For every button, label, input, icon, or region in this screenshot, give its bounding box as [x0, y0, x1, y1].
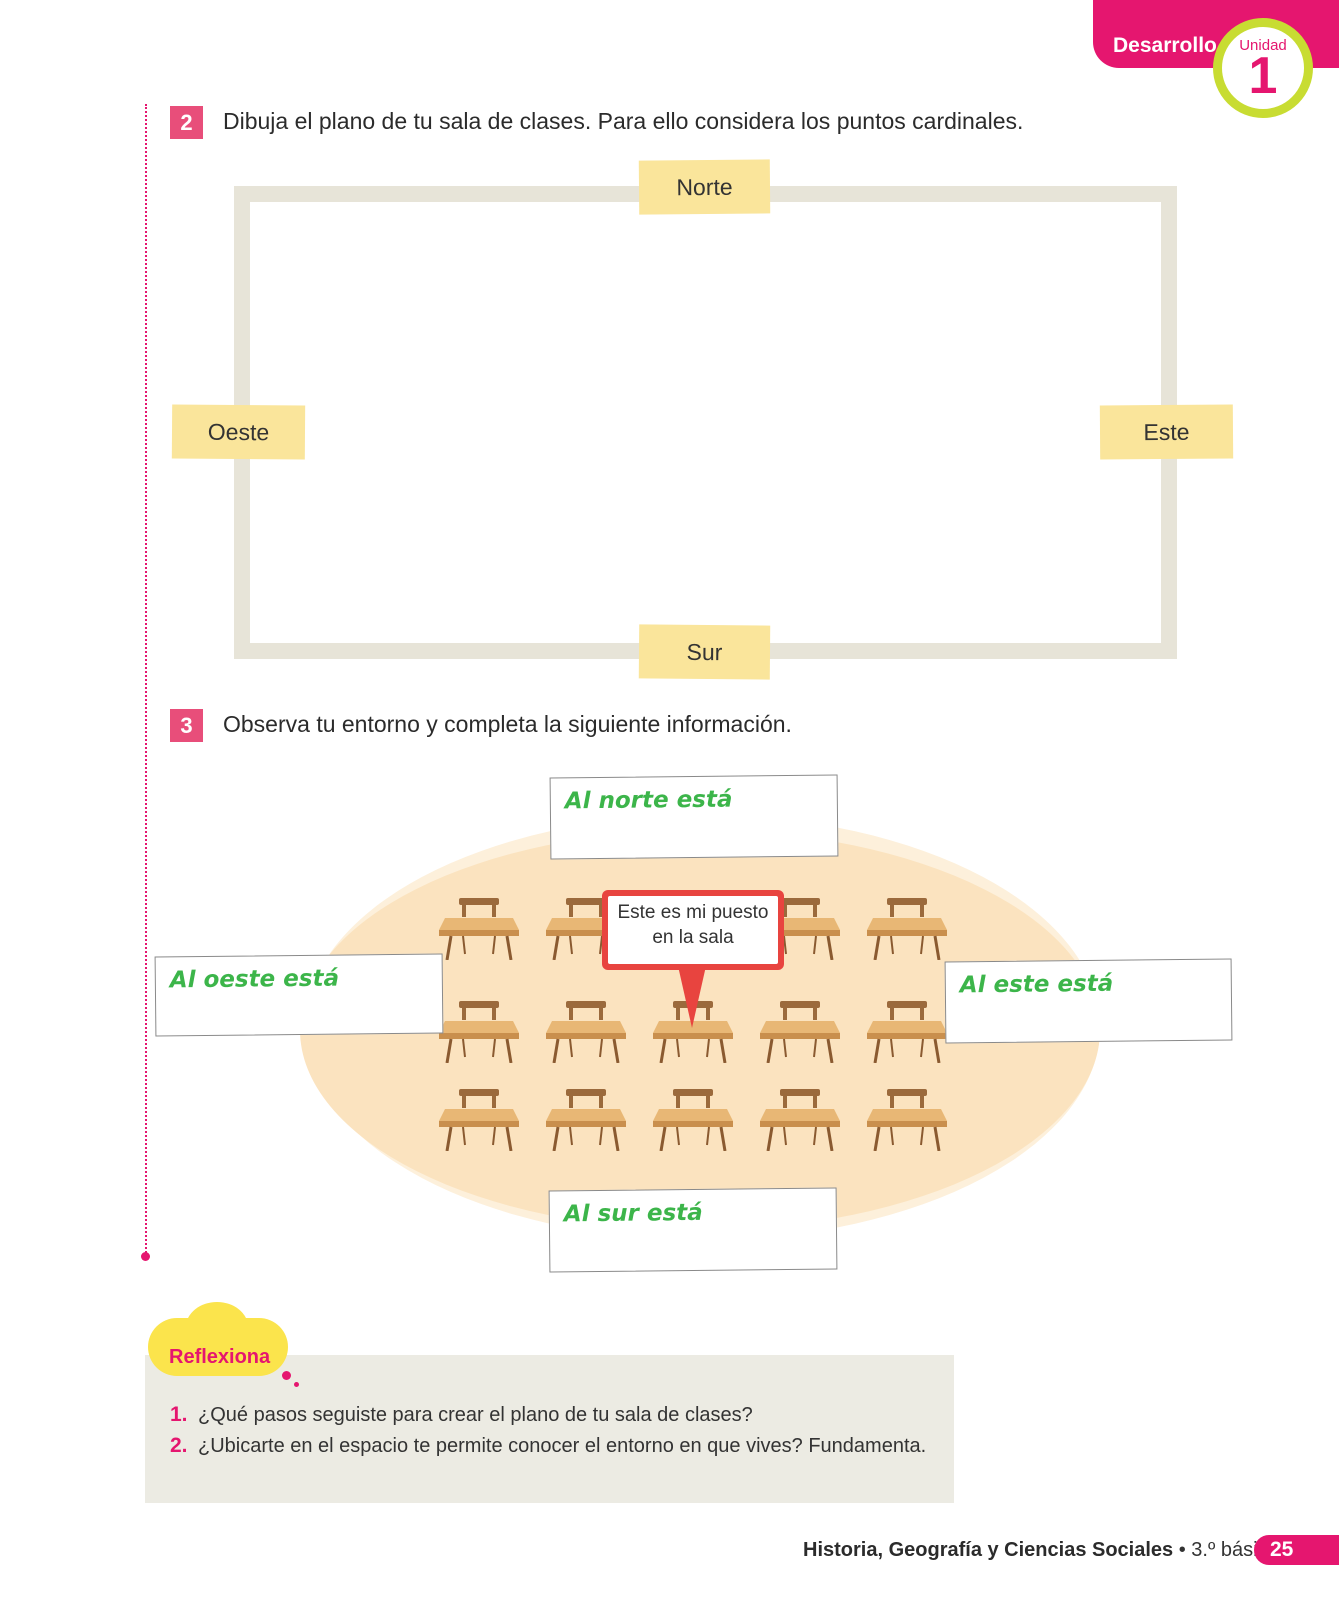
- west-label: Oeste: [171, 404, 306, 460]
- question-3-text: Observa tu entorno y completa la siguien…: [223, 711, 792, 737]
- unit-badge: Unidad 1: [1213, 18, 1313, 118]
- section-label: Desarrollo: [1113, 34, 1217, 57]
- reflect-panel: [145, 1355, 954, 1503]
- desk-icon: [544, 1089, 628, 1152]
- south-answer-box[interactable]: Al sur está: [548, 1187, 838, 1273]
- north-answer-prompt: Al norte está: [564, 786, 733, 815]
- reflect-dot: [282, 1371, 291, 1380]
- unit-number: 1: [1248, 47, 1278, 105]
- west-answer-prompt: Al oeste está: [169, 965, 340, 994]
- east-answer-box[interactable]: Al este está: [944, 958, 1233, 1044]
- desk-icon: [758, 1089, 842, 1152]
- question-2-text: Dibuja el plano de tu sala de clases. Pa…: [223, 108, 1024, 134]
- question-2-number: 2: [170, 106, 203, 139]
- desk-icon: [651, 1089, 735, 1152]
- reflect-item: 1.¿Qué pasos seguiste para crear el plan…: [170, 1403, 753, 1426]
- reflect-title: Reflexiona: [169, 1346, 271, 1368]
- desk-icon: [758, 1001, 842, 1064]
- east-label: Este: [1099, 404, 1234, 460]
- question-3-number: 3: [170, 709, 203, 742]
- reflect-dot-small: [294, 1382, 299, 1387]
- desk-icon: [865, 1001, 949, 1064]
- desk-icon: [437, 1089, 521, 1152]
- south-label: Sur: [638, 624, 771, 680]
- margin-dotted-line: [145, 104, 147, 1256]
- footer-subject: Historia, Geografía y Ciencias Sociales …: [803, 1539, 1279, 1561]
- desk-icon: [865, 1089, 949, 1152]
- south-answer-prompt: Al sur está: [563, 1199, 703, 1228]
- reflect-item: 2.¿Ubicarte en el espacio te permite con…: [170, 1434, 927, 1457]
- margin-dot: [141, 1252, 150, 1261]
- my-seat-callout: Este es mi puesto en la sala: [602, 890, 784, 970]
- north-label: Norte: [638, 159, 771, 215]
- callout-line-1: Este es mi puesto: [617, 902, 769, 923]
- callout-pointer: [678, 966, 706, 1028]
- desk-icon: [437, 898, 521, 961]
- west-answer-box[interactable]: Al oeste está: [154, 953, 444, 1037]
- north-answer-box[interactable]: Al norte está: [549, 774, 839, 860]
- page-number: 25: [1254, 1535, 1339, 1565]
- east-answer-prompt: Al este está: [959, 970, 1114, 999]
- desk-icon: [437, 1001, 521, 1064]
- desk-icon: [544, 1001, 628, 1064]
- callout-line-2: en la sala: [652, 927, 734, 948]
- reflect-cloud: [148, 1302, 288, 1376]
- classroom-plan-frame[interactable]: [234, 186, 1177, 659]
- unit-label: Unidad: [1239, 37, 1287, 54]
- desk-icon: [865, 898, 949, 961]
